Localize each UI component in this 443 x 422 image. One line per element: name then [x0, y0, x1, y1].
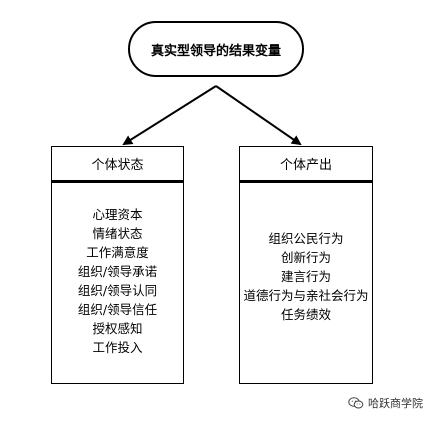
category-box-individual-state: 个体状态 心理资本 情绪状态 工作满意度 组织/领导承诺 组织/领导认同 组织/…	[51, 146, 184, 384]
wechat-icon	[348, 397, 364, 409]
list-item: 心理资本	[92, 207, 143, 222]
category-items: 组织公民行为 创新行为 建言行为 道德行为与亲社会行为 任务绩效	[240, 229, 372, 324]
list-item: 组织/领导认同	[77, 283, 158, 298]
category-header-label: 个体状态	[91, 158, 144, 173]
arrow-to-individual-state	[122, 85, 217, 146]
list-item: 建言行为	[280, 269, 331, 284]
arrow-to-individual-output	[215, 85, 302, 146]
root-node: 真实型领导的结果变量	[128, 21, 304, 77]
list-item: 工作投入	[92, 340, 143, 355]
list-item: 任务绩效	[280, 307, 331, 322]
category-header: 个体产出	[240, 147, 372, 183]
category-header: 个体状态	[52, 147, 183, 183]
category-items: 心理资本 情绪状态 工作满意度 组织/领导承诺 组织/领导认同 组织/领导信任 …	[52, 205, 183, 357]
list-item: 组织/领导承诺	[77, 264, 158, 279]
list-item: 道德行为与亲社会行为	[243, 288, 369, 303]
category-header-label: 个体产出	[279, 158, 332, 173]
watermark: 哈跃商学院	[348, 395, 423, 411]
list-item: 工作满意度	[86, 245, 149, 260]
list-item: 授权感知	[92, 321, 143, 336]
list-item: 组织公民行为	[268, 231, 344, 246]
list-item: 情绪状态	[92, 226, 143, 241]
list-item: 创新行为	[280, 250, 331, 265]
category-box-individual-output: 个体产出 组织公民行为 创新行为 建言行为 道德行为与亲社会行为 任务绩效	[239, 146, 373, 384]
root-node-label: 真实型领导的结果变量	[150, 43, 281, 59]
list-item: 组织/领导信任	[77, 302, 158, 317]
watermark-label: 哈跃商学院	[368, 397, 423, 410]
